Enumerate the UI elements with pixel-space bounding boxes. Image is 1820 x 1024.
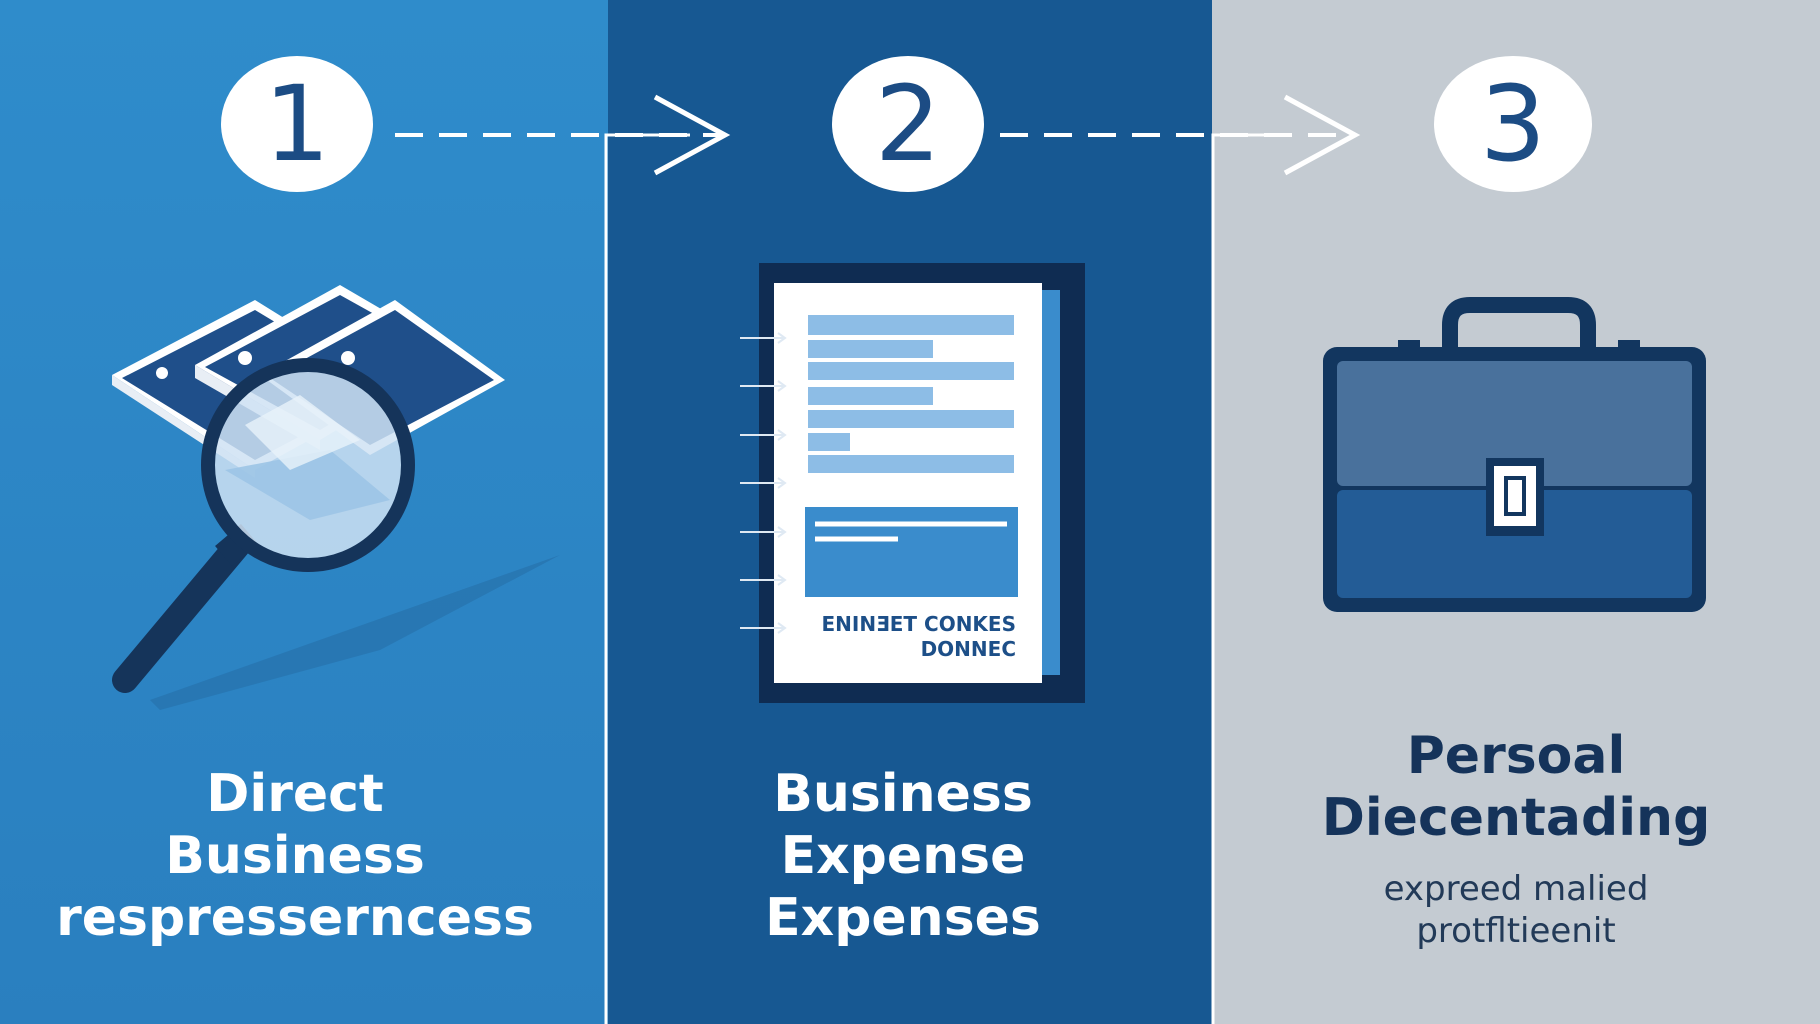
connector-arrow-1-2 [395,94,731,1024]
step-2-number-badge: 2 [832,56,984,192]
step-2-title-line-1: Business [773,764,1033,824]
step-3-subtitle: expreed malied protfltieenit [1212,868,1820,952]
magnifier-over-documents-icon [112,285,560,710]
document-label-line-2: DONNEC [920,637,1016,661]
briefcase-icon [1323,297,1706,612]
step-2-title-line-3: Expenses [765,888,1041,948]
step-3-number-badge: 3 [1434,56,1592,192]
step-3-number: 3 [1479,63,1547,185]
step-2-title: Business Expense Expenses [608,763,1198,949]
step-3-subtitle-line-2: protfltieenit [1416,911,1616,951]
step-3-title-line-2: Diecentading [1321,788,1711,848]
step-1-title-line-3: respresserncess [56,888,534,948]
step-1-number-badge: 1 [221,56,373,192]
connector-arrow-2-3 [1000,94,1361,1024]
step-1-title-line-1: Direct [206,764,384,824]
step-2-title-line-2: Expense [780,826,1026,886]
step-2-number: 2 [874,63,942,185]
step-1-number: 1 [263,63,331,185]
step-1-title: Direct Business respresserncess [0,763,590,949]
expense-report-document-icon [740,263,1085,703]
step-3-title: Persoal Diecentading [1212,725,1820,849]
document-label: ENINƎET CONKES DONNEC [800,612,1017,662]
step-3-title-line-1: Persoal [1406,726,1626,786]
step-1-title-line-2: Business [165,826,425,886]
step-3-subtitle-line-1: expreed malied [1383,869,1649,909]
document-label-line-1: ENINƎET CONKES [821,612,1017,636]
